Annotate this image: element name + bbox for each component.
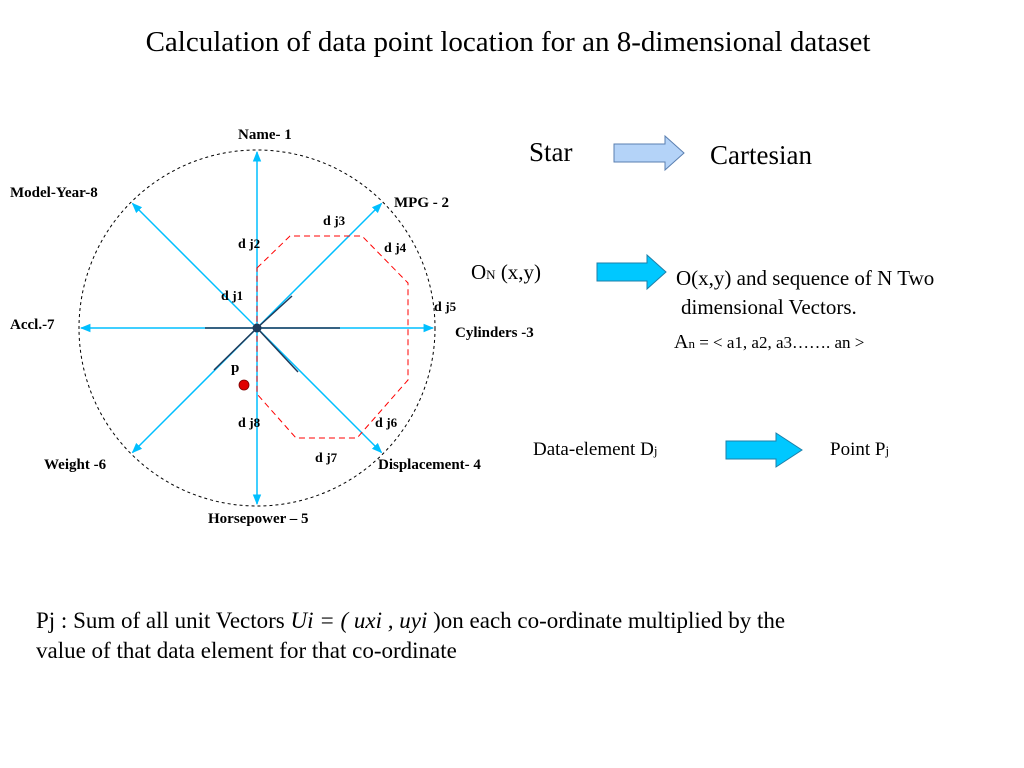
dark-stubs-group <box>205 295 340 373</box>
origin-vectors-line1: O(x,y) and sequence of N Two <box>676 266 935 290</box>
unit-circle <box>78 149 436 507</box>
cartesian-label: Cartesian <box>710 140 812 170</box>
axis-displacement <box>256 327 383 454</box>
slide-title: Calculation of data point location for a… <box>145 26 871 58</box>
data-element-arrow <box>725 432 803 468</box>
data-element-label: Data-element Dj <box>533 439 658 460</box>
origin-dot <box>252 323 262 333</box>
star-label: Star <box>529 137 573 167</box>
axis-label-displacement: Displacement- 4 <box>378 457 481 473</box>
distance-label-j2: d j2 <box>238 236 261 252</box>
star-arrow <box>613 134 685 172</box>
distance-label-j5: d j5 <box>434 299 457 315</box>
origin-vectors-line2: dimensional Vectors. <box>681 295 857 319</box>
axis-label-cylinders: Cylinders -3 <box>455 325 534 341</box>
distance-label-j7: d j7 <box>315 450 338 466</box>
axis-label-accl: Accl.-7 <box>10 317 55 333</box>
axis-label-name: Name- 1 <box>238 127 292 143</box>
stub-diagonal-downleft <box>213 327 258 371</box>
sequence-definition: An = < a1, a2, a3……. an > <box>674 331 865 353</box>
point-pj-label: Point Pj <box>830 439 890 460</box>
distance-label-j4: d j4 <box>384 240 407 256</box>
distance-label-j6: d j6 <box>375 415 398 431</box>
footer-description: Pj : Sum of all unit Vectors Ui = ( uxi … <box>36 608 786 663</box>
stub-diagonal-downright <box>256 327 299 373</box>
data-point-p <box>238 379 250 391</box>
axis-label-weight: Weight -6 <box>44 457 107 473</box>
distance-label-j8: d j8 <box>238 415 261 431</box>
origin-n-label: ON (x,y) <box>471 260 542 284</box>
distance-label-j3: d j3 <box>323 213 346 229</box>
stub-diagonal-upright <box>256 295 293 329</box>
distance-label-j1: d j1 <box>221 288 244 304</box>
origin-arrow <box>596 253 667 291</box>
axis-label-mpg: MPG - 2 <box>394 195 449 211</box>
axis-label-horsepower: Horsepower – 5 <box>208 511 309 527</box>
axis-label-model-year: Model-Year-8 <box>10 185 98 201</box>
point-label-p: p <box>231 360 240 376</box>
axis-mpg <box>256 202 383 329</box>
axis-model-year <box>131 202 258 329</box>
data-polygon <box>256 235 409 439</box>
